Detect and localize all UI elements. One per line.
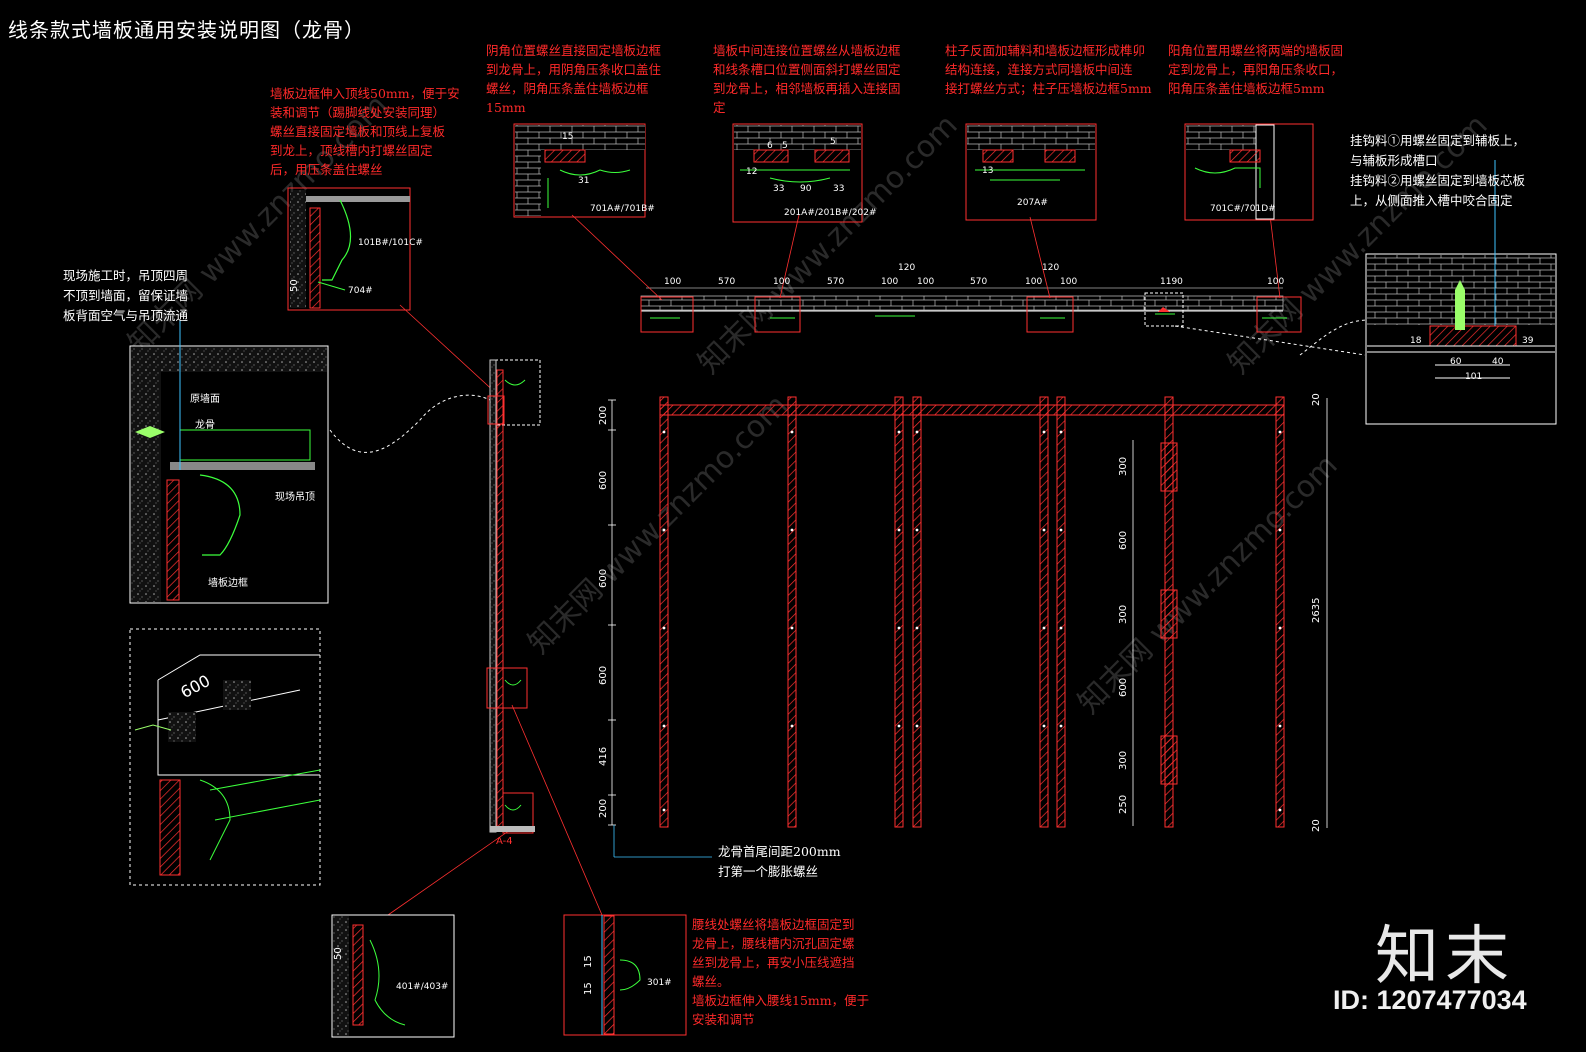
- dim-18: 18: [1410, 336, 1422, 346]
- dim-90: 90: [800, 184, 812, 194]
- note-keel-spacing: 龙骨首尾间距200mm 打第一个膨胀螺丝: [718, 844, 841, 879]
- plan-dim: 100: [1025, 277, 1043, 287]
- left-vdim: 200: [598, 798, 609, 818]
- plan-dim: 570: [970, 277, 988, 287]
- detail-ceiling: [129, 320, 329, 604]
- side-section: [486, 359, 541, 834]
- dim-5a: 5: [782, 141, 788, 151]
- plan-dim: 570: [827, 277, 845, 287]
- dim-50b: 50: [333, 947, 344, 960]
- plan-view: [640, 287, 1366, 356]
- label-code-101: 101B#/101C#: [358, 238, 423, 248]
- dim-33a: 33: [773, 184, 785, 194]
- dim-39: 39: [1522, 336, 1534, 346]
- dim-31: 31: [578, 176, 590, 186]
- note-middle-joint: 墙板中间连接位置螺丝从墙板边框 和线条槽口位置侧面斜打螺丝固定 到龙骨上，相邻墙…: [713, 43, 901, 115]
- label-section-mark: A-4: [496, 836, 513, 847]
- note-waist: 腰线处螺丝将墙板边框固定到 龙骨上，腰线槽内沉孔固定螺 丝到龙骨上，再安小压线遮…: [692, 917, 870, 1027]
- right-vdim: 300: [1118, 750, 1129, 770]
- plan-dim: 100: [1060, 277, 1078, 287]
- right-vdim: 250: [1118, 794, 1129, 814]
- plan-dim: 100: [773, 277, 791, 287]
- right-vdim: 600: [1118, 677, 1129, 697]
- bot-20-dim: 20: [1311, 819, 1322, 832]
- dim-101: 101: [1465, 372, 1483, 382]
- detail-column: [965, 123, 1097, 221]
- label-panel-frame: 墙板边框: [208, 578, 248, 589]
- dim-6: 6: [767, 141, 773, 151]
- brand-logo: 知末: [1375, 920, 1515, 994]
- dim-15: 15: [562, 132, 574, 142]
- label-code-401: 401#/403#: [396, 982, 449, 992]
- dim-13: 13: [982, 166, 994, 176]
- plan-dim: 100: [1267, 277, 1285, 287]
- note-column-back: 柱子反面加辅料和墙板边框形成榫卯 结构连接，连接方式同墙板中间连 接打螺丝方式；…: [945, 43, 1152, 96]
- left-vdim: 200: [598, 405, 609, 425]
- label-keel: 龙骨: [195, 420, 215, 431]
- detail-middle-joint: [732, 123, 863, 223]
- dim-5b: 5: [830, 137, 836, 147]
- plan-dim-120a: 120: [898, 263, 916, 273]
- detail-outer-corner: [1184, 123, 1314, 221]
- detail-isometric: [129, 628, 321, 886]
- label-code-704: 704#: [348, 286, 373, 296]
- note-outer-corner: 阳角位置用螺丝将两端的墙板固 定到龙骨上，再阳角压条收口， 阳角压条盖住墙板边框…: [1168, 43, 1344, 96]
- detail-hanger: [1365, 160, 1557, 425]
- dim-60: 60: [1450, 357, 1462, 367]
- label-code-207: 207A#: [1017, 198, 1048, 208]
- left-vdim: 600: [598, 665, 609, 685]
- label-code-301: 301#: [647, 978, 672, 988]
- left-vdim: 416: [598, 746, 609, 766]
- plan-dim: 100: [917, 277, 935, 287]
- note-top-left: 墙板边框伸入顶线50mm，便于安 装和调节（踢脚线处安装同理） 螺丝直接固定墙板…: [270, 86, 460, 177]
- plan-dim: 570: [718, 277, 736, 287]
- detail-inner-corner: [513, 123, 646, 218]
- image-id: ID: 1207477034: [1333, 985, 1527, 1015]
- detail-crown: [287, 187, 411, 311]
- page-title: 线条款式墙板通用安装说明图（龙骨）: [8, 18, 365, 42]
- right-vdim: 600: [1118, 530, 1129, 550]
- plan-dim: 100: [881, 277, 899, 287]
- elevation-view: [608, 396, 1328, 858]
- note-ceiling: 现场施工时，吊顶四周 不顶到墙面，留保证墙 板背面空气与吊顶流通: [63, 268, 189, 323]
- dim-50a: 50: [289, 279, 300, 292]
- total-height-dim: 2635: [1311, 597, 1322, 623]
- dim-12: 12: [746, 167, 758, 177]
- detail-waist: [563, 914, 687, 1036]
- dim-40: 40: [1492, 357, 1504, 367]
- right-vdim: 300: [1118, 604, 1129, 624]
- dim-15b: 15: [583, 955, 594, 968]
- detail-skirting: [331, 914, 455, 1038]
- note-inner-corner: 阴角位置螺丝直接固定墙板边框 到龙骨上，用阴角压条收口盖住 螺丝，阴角压条盖住墙…: [486, 43, 662, 115]
- plan-dim: 1190: [1160, 277, 1183, 287]
- left-vdim: 600: [598, 568, 609, 588]
- top-20-dim: 20: [1311, 393, 1322, 406]
- note-hanger: 挂钩料①用螺丝固定到辅板上， 与辅板形成槽口 挂钩料②用螺丝固定到墙板芯板 上，…: [1350, 133, 1526, 208]
- label-code-701c: 701C#/701D#: [1210, 204, 1276, 214]
- dim-15c: 15: [583, 982, 594, 995]
- plan-dim: 100: [664, 277, 682, 287]
- dim-33b: 33: [833, 184, 845, 194]
- label-orig-wall: 原墙面: [190, 394, 220, 405]
- left-vdim: 600: [598, 470, 609, 490]
- label-site-ceiling: 现场吊顶: [275, 492, 315, 503]
- right-vdim: 300: [1118, 456, 1129, 476]
- label-code-701a: 701A#/701B#: [590, 204, 655, 214]
- label-code-201: 201A#/201B#/202#: [784, 208, 877, 218]
- plan-dim-120b: 120: [1042, 263, 1060, 273]
